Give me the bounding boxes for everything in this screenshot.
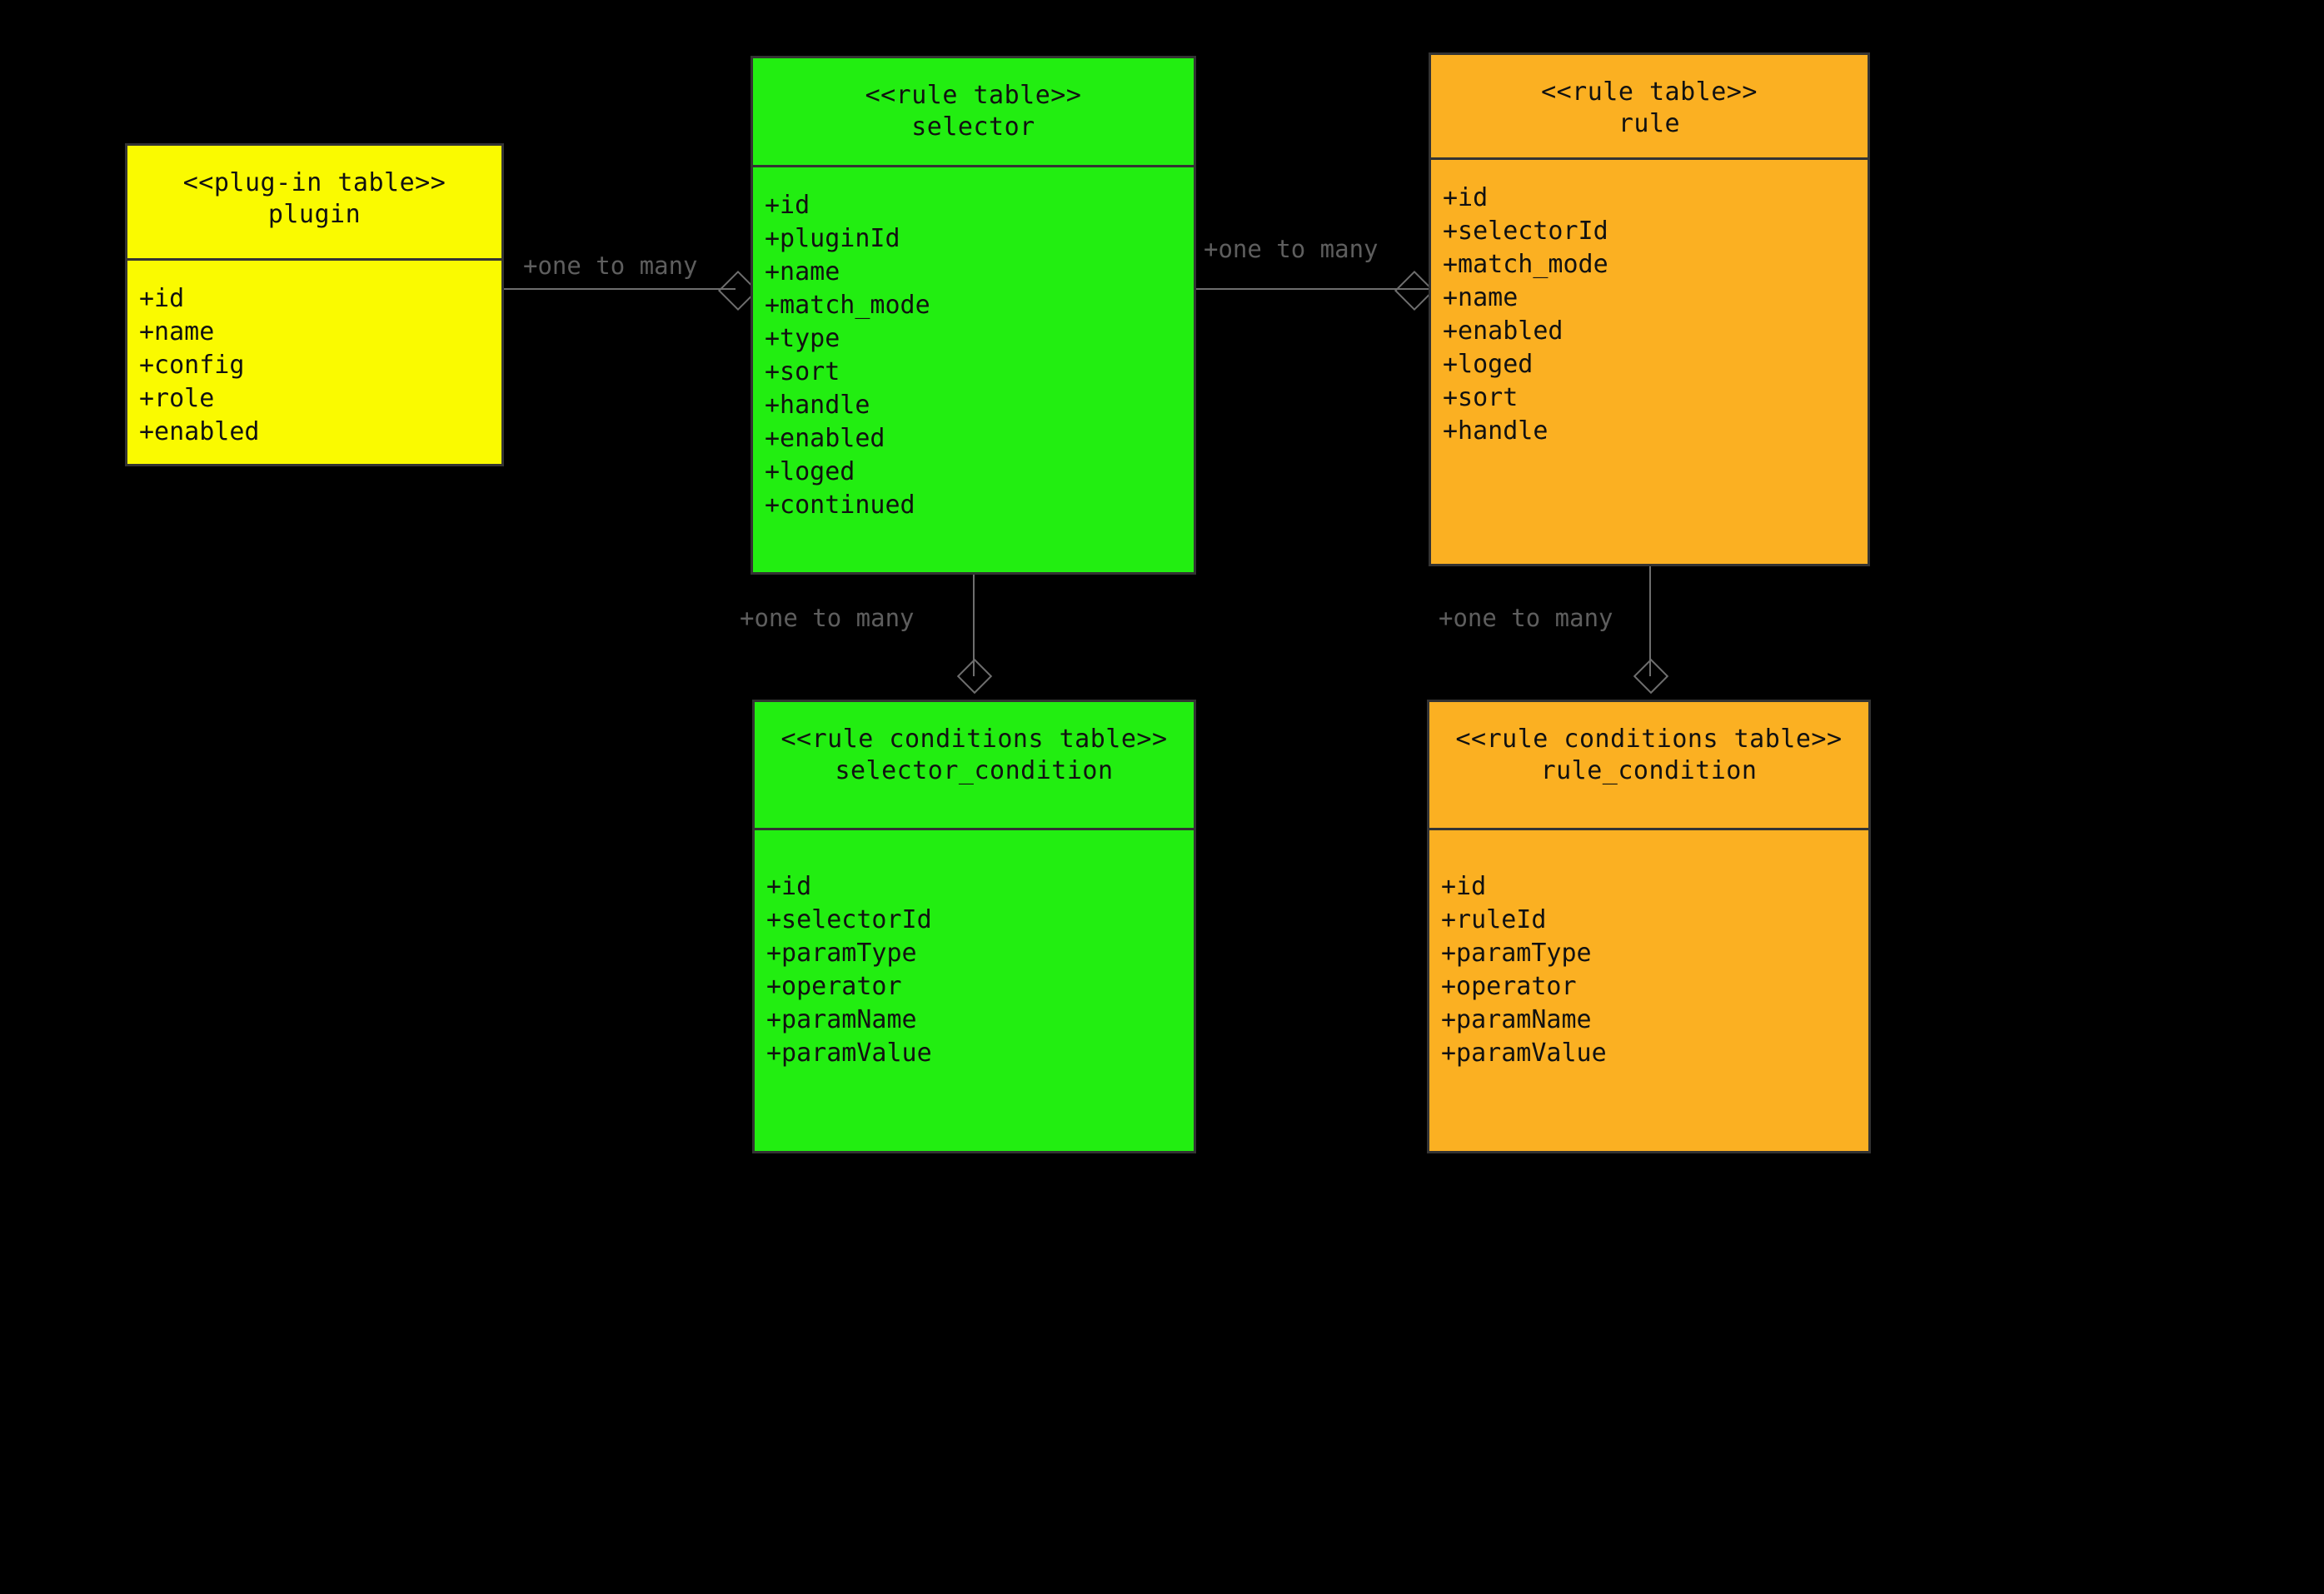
entity-box-rule[interactable]: <<rule table>> rule +id +selectorId +mat… xyxy=(1429,52,1870,566)
entity-header-plugin: <<plug-in table>> plugin xyxy=(127,146,501,261)
attribute-row: +enabled xyxy=(139,417,260,446)
connector-plugin-selector xyxy=(504,288,736,290)
entity-attributes-plugin: +id +name +config +role +enabled xyxy=(127,261,501,457)
attribute-row: +loged xyxy=(1443,350,1534,379)
entity-box-selector[interactable]: <<rule table>> selector +id +pluginId +n… xyxy=(751,56,1196,575)
attribute-row: +paramType xyxy=(766,939,917,968)
attribute-row: +handle xyxy=(1443,416,1549,446)
entity-name-plugin: plugin xyxy=(267,200,362,229)
connector-selector-selector-condition xyxy=(973,575,975,676)
entity-attributes-rule-condition: +id +ruleId +paramType +operator +paramN… xyxy=(1429,830,1868,1078)
attribute-row: +sort xyxy=(765,357,840,386)
attribute-row: +paramValue xyxy=(1441,1039,1607,1068)
aggregation-diamond-rule-rule-condition xyxy=(1633,658,1669,695)
entity-stereotype-rule-condition: <<rule conditions table>> xyxy=(1455,725,1843,754)
entity-name-selector-condition: selector_condition xyxy=(835,756,1114,785)
entity-header-selector-condition: <<rule conditions table>> selector_condi… xyxy=(755,702,1194,830)
entity-box-rule-condition[interactable]: <<rule conditions table>> rule_condition… xyxy=(1427,700,1871,1153)
entity-name-selector: selector xyxy=(911,112,1035,142)
attribute-row: +operator xyxy=(766,972,902,1001)
attribute-row: +match_mode xyxy=(765,291,930,320)
attribute-row: +config xyxy=(139,351,245,380)
entity-name-rule: rule xyxy=(1618,109,1681,138)
entity-stereotype-selector: <<rule table>> xyxy=(865,81,1082,110)
attribute-row: +id xyxy=(139,284,185,313)
attribute-row: +ruleId xyxy=(1441,905,1547,934)
attribute-row: +selectorId xyxy=(766,905,932,934)
entity-stereotype-selector-condition: <<rule conditions table>> xyxy=(780,725,1168,754)
connector-label-plugin-selector: +one to many xyxy=(523,252,698,280)
attribute-row: +type xyxy=(765,324,840,353)
entity-header-rule: <<rule table>> rule xyxy=(1431,55,1868,160)
attribute-row: +pluginId xyxy=(765,224,900,253)
entity-attributes-selector-condition: +id +selectorId +paramType +operator +pa… xyxy=(755,830,1194,1078)
attribute-row: +match_mode xyxy=(1443,250,1608,279)
entity-header-rule-condition: <<rule conditions table>> rule_condition xyxy=(1429,702,1868,830)
attribute-row: +enabled xyxy=(1443,316,1563,346)
entity-name-rule-condition: rule_condition xyxy=(1540,756,1758,785)
entity-attributes-selector: +id +pluginId +name +match_mode +type +s… xyxy=(753,167,1194,531)
attribute-row: +handle xyxy=(765,391,870,420)
attribute-row: +id xyxy=(1441,872,1487,901)
connector-label-selector-selector-condition: +one to many xyxy=(740,604,915,632)
attribute-row: +name xyxy=(1443,283,1519,312)
attribute-row: +continued xyxy=(765,491,915,520)
attribute-row: +sort xyxy=(1443,383,1519,412)
attribute-row: +paramType xyxy=(1441,939,1592,968)
entity-attributes-rule: +id +selectorId +match_mode +name +enabl… xyxy=(1431,160,1868,456)
entity-stereotype-plugin: <<plug-in table>> xyxy=(182,168,446,197)
aggregation-diamond-selector-selector-condition xyxy=(956,658,993,695)
attribute-row: +role xyxy=(139,384,215,413)
attribute-row: +paramName xyxy=(1441,1005,1592,1034)
connector-label-rule-rule-condition: +one to many xyxy=(1439,604,1613,632)
entity-box-selector-condition[interactable]: <<rule conditions table>> selector_condi… xyxy=(752,700,1196,1153)
attribute-row: +enabled xyxy=(765,424,885,453)
attribute-row: +paramName xyxy=(766,1005,917,1034)
entity-stereotype-rule: <<rule table>> xyxy=(1541,77,1758,107)
attribute-row: +id xyxy=(765,191,810,220)
connector-selector-rule xyxy=(1196,288,1431,290)
connector-label-selector-rule: +one to many xyxy=(1204,235,1379,263)
connector-rule-rule-condition xyxy=(1649,566,1651,676)
attribute-row: +selectorId xyxy=(1443,217,1608,246)
entity-box-plugin[interactable]: <<plug-in table>> plugin +id +name +conf… xyxy=(125,143,504,466)
attribute-row: +id xyxy=(1443,183,1489,212)
attribute-row: +loged xyxy=(765,457,855,486)
attribute-row: +operator xyxy=(1441,972,1577,1001)
attribute-row: +name xyxy=(139,317,215,346)
attribute-row: +name xyxy=(765,257,840,286)
entity-header-selector: <<rule table>> selector xyxy=(753,58,1194,167)
attribute-row: +paramValue xyxy=(766,1039,932,1068)
attribute-row: +id xyxy=(766,872,812,901)
